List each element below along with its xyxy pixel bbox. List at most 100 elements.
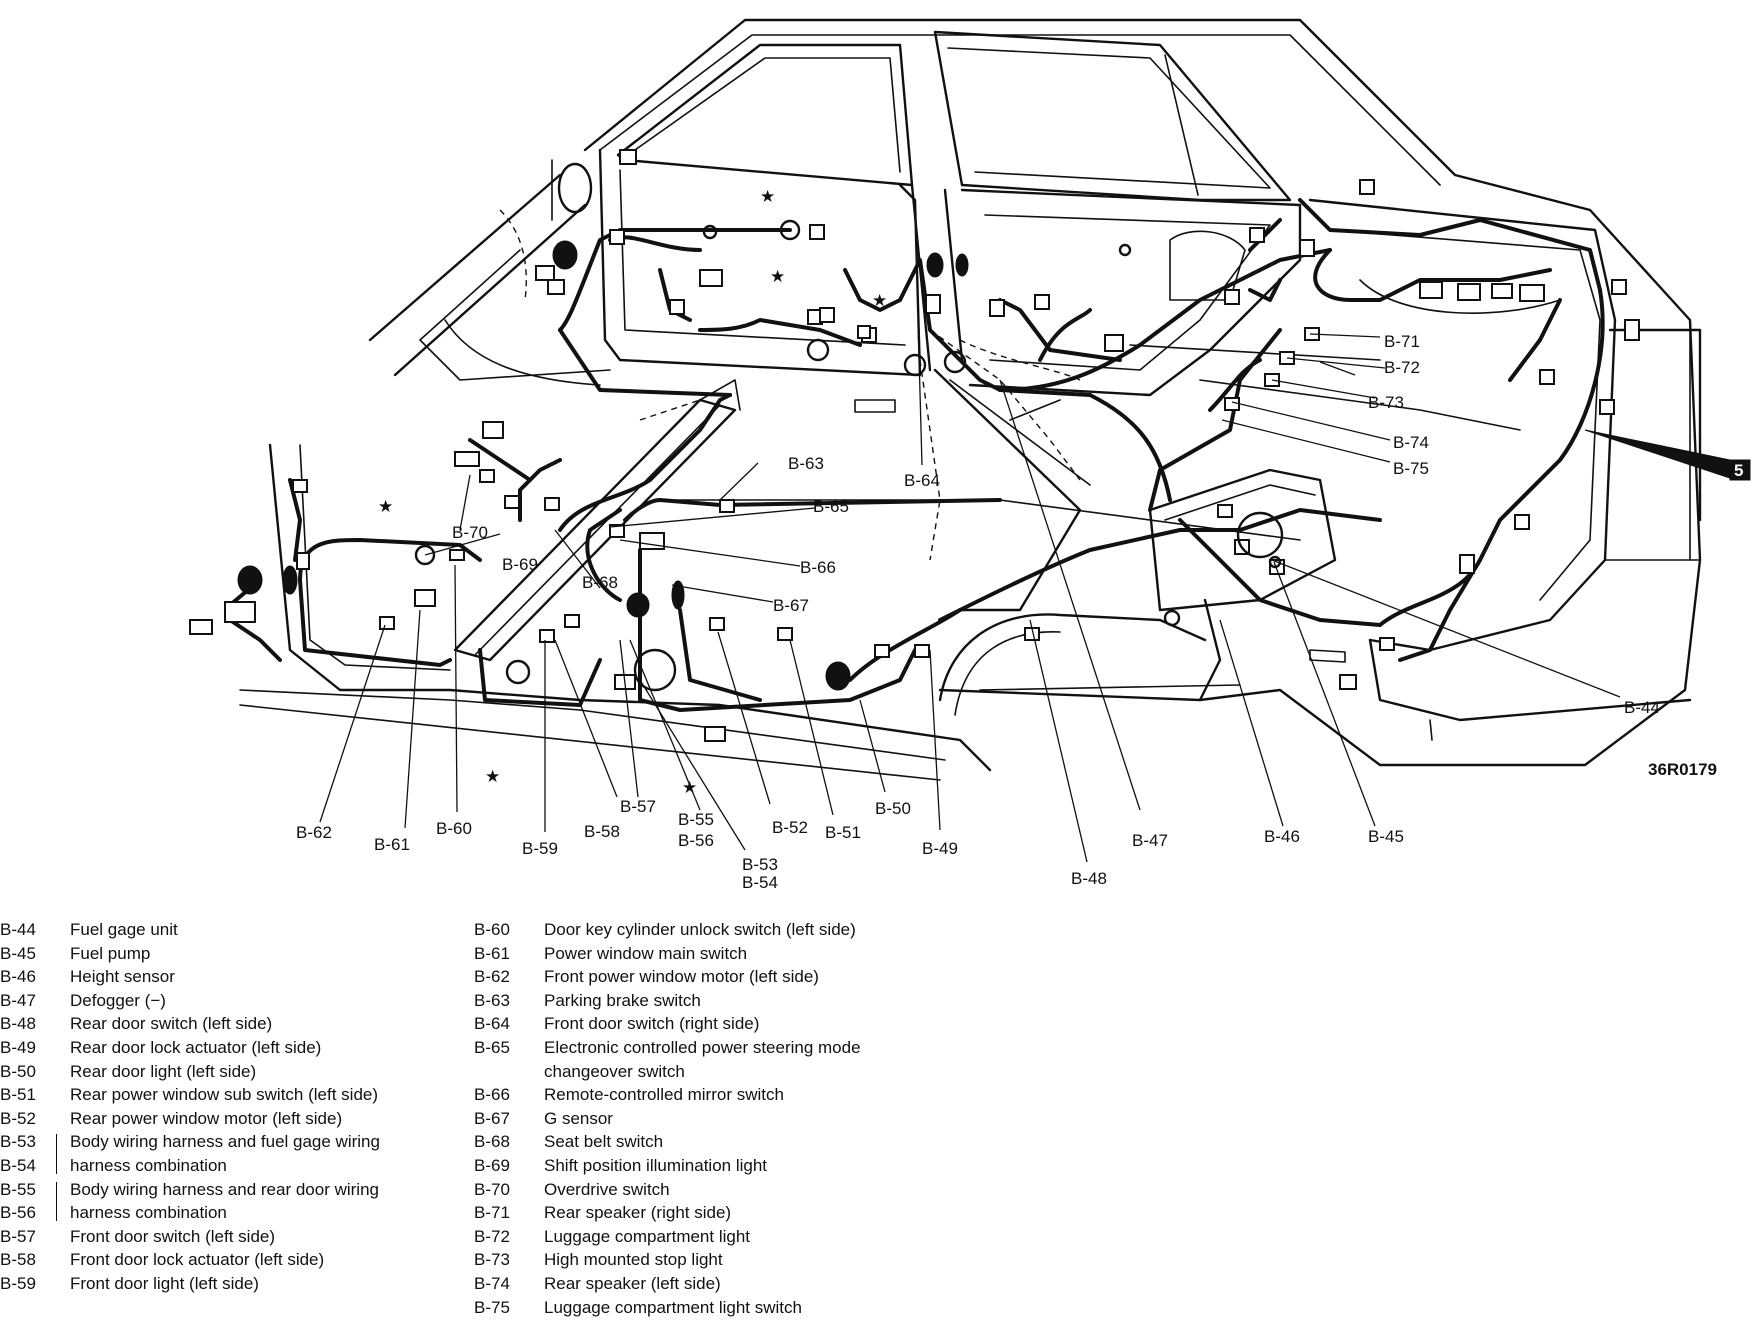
legend-code: B-52: [0, 1108, 36, 1128]
callout-b49: B-49: [922, 839, 958, 858]
star-icon: ★: [682, 778, 697, 797]
legend-code: B-67: [474, 1108, 510, 1128]
callout-b51: B-51: [825, 823, 861, 842]
legend-code: B-66: [474, 1085, 510, 1105]
legend-code: B-72: [474, 1226, 510, 1246]
legend-description: Body wiring harness and rear door wiring: [70, 1179, 379, 1199]
legend-description: Luggage compartment light: [544, 1226, 751, 1246]
legend-description: Door key cylinder unlock switch (left si…: [544, 920, 856, 939]
callout-b67: B-67: [773, 596, 809, 615]
stars: ★ ★ ★ ★ ★ ★: [378, 187, 887, 797]
legend-code: B-58: [0, 1250, 36, 1270]
callout-b65: B-65: [813, 497, 849, 516]
callout-labels: B-44 B-45 B-46 B-47 B-48 B-49 B-50 B-51 …: [296, 332, 1717, 892]
legend-description: Luggage compartment light switch: [544, 1297, 802, 1317]
legend-description: Rear speaker (right side): [544, 1203, 732, 1223]
legend-code: B-47: [0, 990, 36, 1010]
legend-code: B-55: [0, 1179, 36, 1199]
callout-b55: B-55: [678, 810, 714, 829]
legend-code: B-46: [0, 967, 36, 987]
legend-code: B-70: [474, 1179, 510, 1199]
star-icon: ★: [378, 497, 393, 516]
callout-b63: B-63: [788, 454, 824, 473]
legend-code: B-44: [0, 920, 36, 939]
legend-description: Remote-controlled mirror switch: [544, 1085, 784, 1105]
leader-lines: [319, 319, 1621, 863]
legend-description: Electronic controlled power steering mod…: [544, 1037, 861, 1057]
callout-b69: B-69: [502, 555, 538, 574]
callout-b52: B-52: [772, 818, 808, 837]
callout-b72: B-72: [1384, 358, 1420, 377]
legend-description: Rear power window sub switch (left side): [70, 1085, 379, 1105]
legend-code: B-49: [0, 1037, 36, 1057]
legend-description: Rear door light (left side): [70, 1061, 257, 1081]
callout-b44: B-44: [1624, 698, 1660, 717]
legend-code: B-73: [474, 1250, 510, 1270]
callout-b50: B-50: [875, 799, 911, 818]
legend-description: Fuel gage unit: [70, 920, 178, 939]
legend-description: Seat belt switch: [544, 1132, 664, 1152]
legend-description: Body wiring harness and fuel gage wiring: [70, 1132, 380, 1152]
star-icon: ★: [770, 267, 785, 286]
legend-description: Power window main switch: [544, 943, 748, 963]
legend-code: B-68: [474, 1132, 510, 1152]
figure-code: 36R0179: [1648, 760, 1717, 779]
callout-b66: B-66: [800, 558, 836, 577]
legend-description: Front door switch (left side): [70, 1226, 276, 1246]
callout-b58: B-58: [584, 822, 620, 841]
legend-code: B-54: [0, 1155, 36, 1175]
legend-code: B-45: [0, 943, 36, 963]
callout-b46: B-46: [1264, 827, 1300, 846]
callout-b57: B-57: [620, 797, 656, 816]
callout-b59: B-59: [522, 839, 558, 858]
callout-b54: B-54: [742, 873, 778, 892]
legend-code: B-53: [0, 1132, 36, 1152]
legend-code: B-62: [474, 967, 510, 987]
legend-code: B-71: [474, 1203, 510, 1223]
callout-b56: B-56: [678, 831, 714, 850]
legend-description: Shift position illumination light: [544, 1155, 768, 1175]
legend-code: B-75: [474, 1297, 510, 1317]
legend-code: B-59: [0, 1273, 36, 1293]
legend-code: B-61: [474, 943, 510, 963]
legend-brace: [52, 1181, 57, 1221]
legend-description: Fuel pump: [70, 943, 151, 963]
callout-b48: B-48: [1071, 869, 1107, 888]
legend-code: B-60: [474, 920, 510, 939]
legend-code: B-51: [0, 1085, 36, 1105]
legend-description: Front door lock actuator (left side): [70, 1250, 325, 1270]
callout-b53: B-53: [742, 855, 778, 874]
star-icon: ★: [872, 291, 887, 310]
callout-b73: B-73: [1368, 393, 1404, 412]
callout-b70: B-70: [452, 523, 488, 542]
connector-group-marker: 5: [1584, 429, 1751, 481]
legend-description: harness combination: [70, 1155, 227, 1175]
legend-description: Rear speaker (left side): [544, 1273, 721, 1293]
legend-code: B-48: [0, 1014, 36, 1034]
wiring-diagram: ★ ★ ★ ★ ★ ★ 5: [189, 18, 1751, 892]
legend-description: G sensor: [544, 1108, 613, 1128]
legend-code: B-69: [474, 1155, 510, 1175]
callout-b68: B-68: [582, 573, 618, 592]
legend-description: Front door switch (right side): [544, 1014, 760, 1034]
callout-b47: B-47: [1132, 831, 1168, 850]
legend-code: B-64: [474, 1014, 510, 1034]
callout-b74: B-74: [1393, 433, 1429, 452]
marker-label: 5: [1734, 461, 1743, 480]
legend-description: Rear door switch (left side): [70, 1014, 273, 1034]
legend-description: changeover switch: [544, 1061, 685, 1081]
callout-b64: B-64: [904, 471, 940, 490]
callout-b60: B-60: [436, 819, 472, 838]
callout-b71: B-71: [1384, 332, 1420, 351]
legend-brace: [52, 1134, 57, 1174]
callout-b61: B-61: [374, 835, 410, 854]
legend-description: Rear door lock actuator (left side): [70, 1037, 322, 1057]
legend-code: B-65: [474, 1037, 510, 1057]
legend-description: harness combination: [70, 1203, 227, 1223]
legend-code: B-57: [0, 1226, 36, 1246]
callout-b45: B-45: [1368, 827, 1404, 846]
star-icon: ★: [485, 767, 500, 786]
callout-b75: B-75: [1393, 459, 1429, 478]
legend-description: Parking brake switch: [544, 990, 701, 1010]
